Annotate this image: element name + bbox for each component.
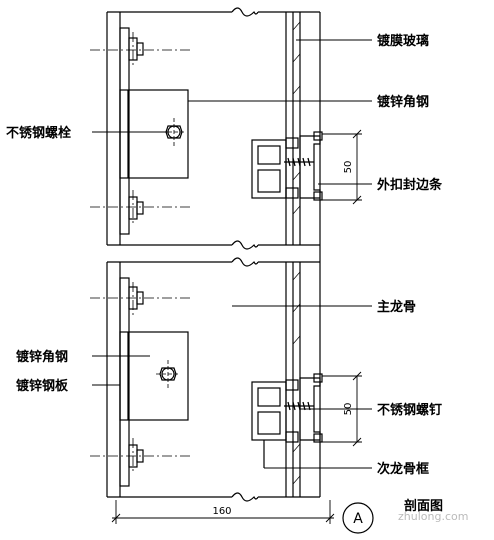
lower-steel-plate	[119, 277, 144, 487]
upper-centerlines	[90, 32, 192, 226]
leader-lines	[92, 39, 372, 469]
lower-angle-steel	[119, 331, 189, 421]
label-secondary-frame: 次龙骨框	[377, 461, 429, 477]
label-snap-edge-strip: 外扣封边条	[376, 177, 443, 193]
section-mark-letter: A	[353, 511, 363, 527]
dim-upper-label: 50	[343, 161, 354, 174]
lower-centerlines	[90, 282, 192, 474]
label-galv-angle-steel-top: 镀锌角钢	[377, 94, 429, 110]
upper-angle-steel	[119, 89, 189, 179]
upper-screw	[284, 157, 314, 167]
upper-secondary-frame	[251, 137, 299, 199]
dimension-upper	[322, 129, 362, 205]
lower-ss-bolt	[156, 360, 180, 388]
lower-secondary-frame	[251, 379, 299, 468]
lower-snap-strip	[299, 373, 323, 443]
label-ss-screw: 不锈钢螺钉	[377, 402, 442, 418]
upper-snap-strip	[299, 131, 323, 201]
label-main-keel: 主龙骨	[377, 299, 416, 315]
dimension-width	[111, 500, 335, 524]
glass-hatch	[292, 21, 301, 485]
main-keel	[106, 11, 320, 498]
watermark: zhulong.com	[398, 510, 468, 523]
label-galv-steel-plate: 镀锌钢板	[16, 378, 69, 394]
label-galv-angle-steel-bottom: 镀锌角钢	[16, 349, 68, 365]
upper-steel-plate	[119, 27, 144, 235]
coated-glass-panel	[285, 12, 321, 497]
label-ss-bolt: 不锈钢螺栓	[6, 125, 71, 141]
break-symbols	[231, 7, 259, 502]
section-mark: A	[342, 502, 374, 534]
dim-width-label: 160	[212, 506, 231, 517]
section-title: 剖面图	[404, 498, 443, 514]
label-coated-glass: 镀膜玻璃	[377, 33, 429, 49]
